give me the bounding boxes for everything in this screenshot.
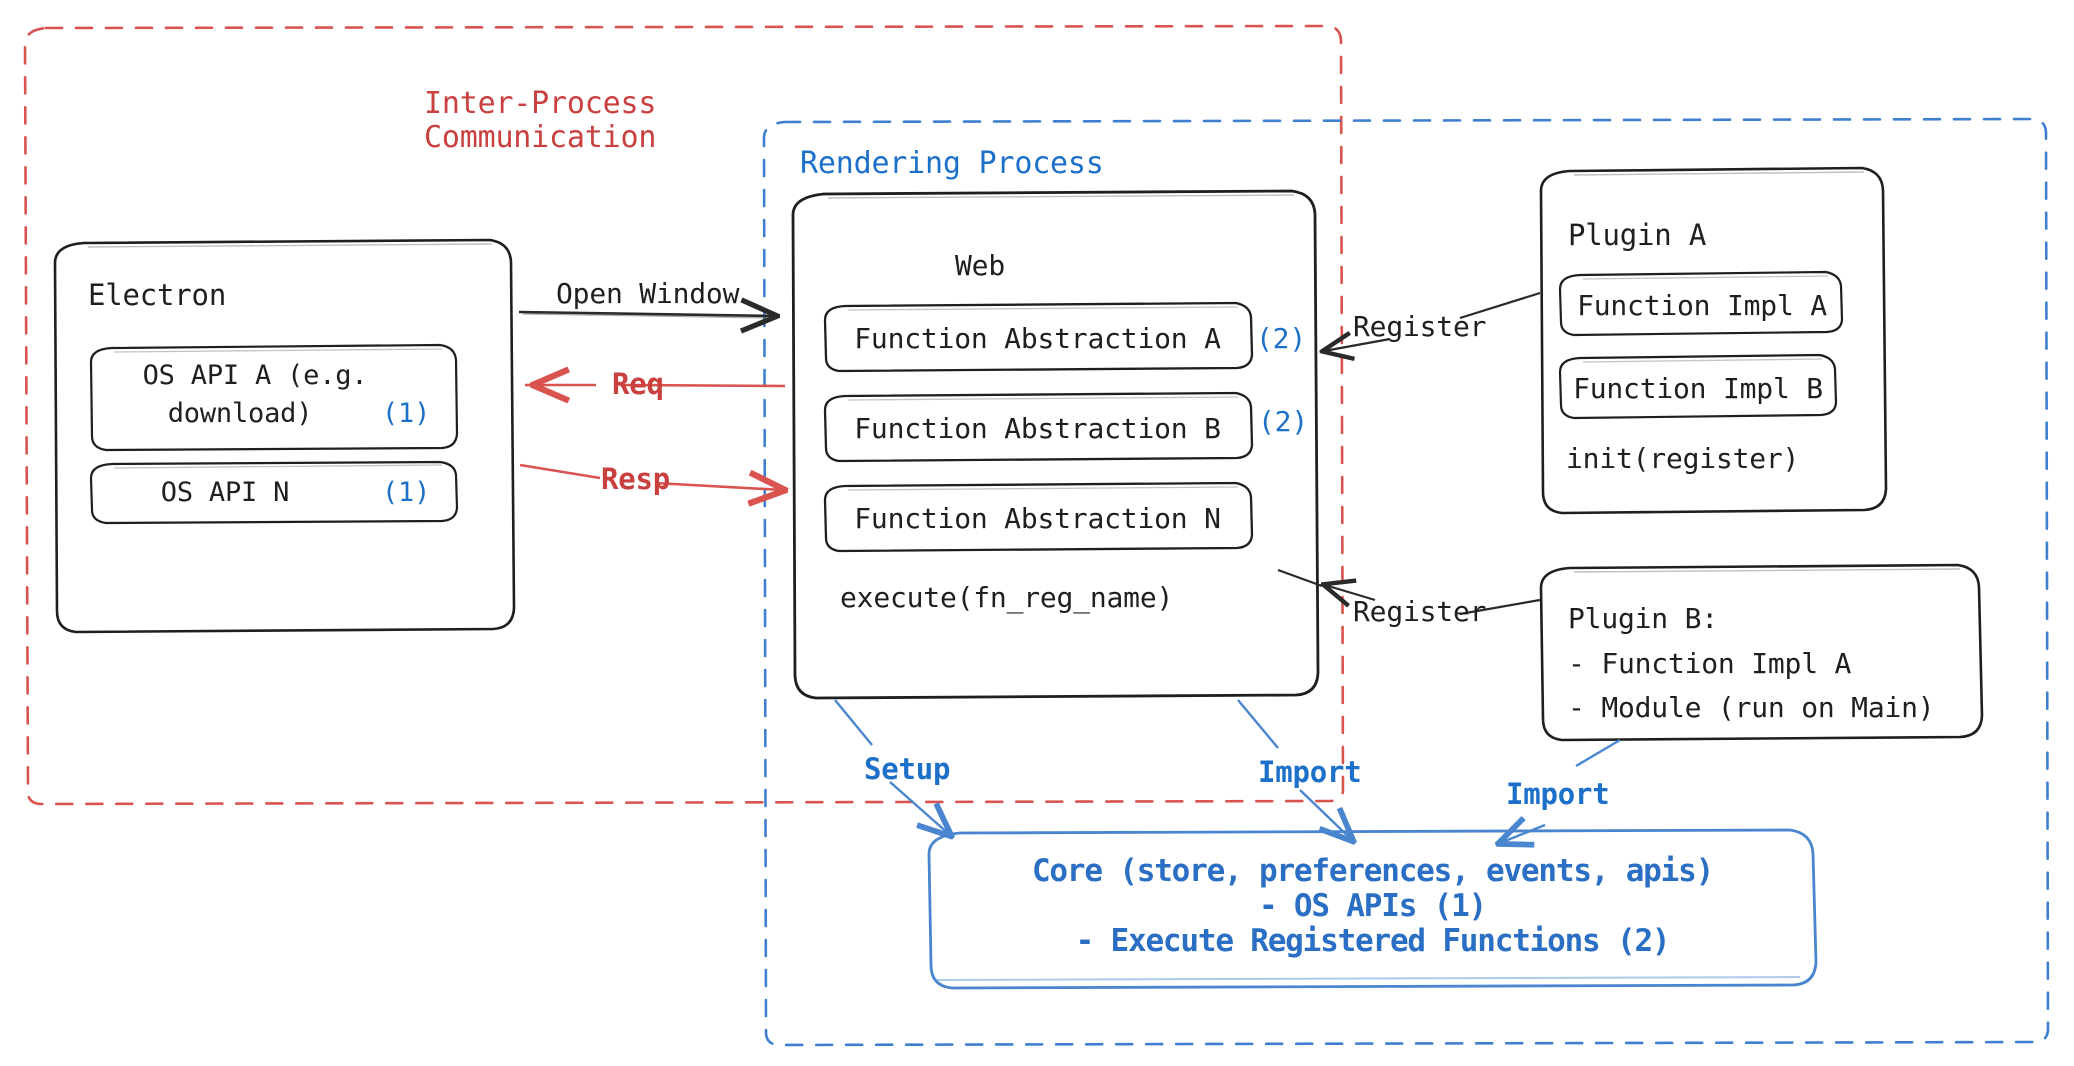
register-b-label: Register [1353,595,1487,628]
open-window-label: Open Window [556,277,740,310]
function-impl-b-label: Function Impl B [1573,372,1823,405]
rendering-process-label: Rendering Process [800,146,1104,181]
plugin-a-init-label: init(register) [1566,442,1800,475]
core-line-1: Core (store, preferences, events, apis) [1031,853,1714,889]
import-right-label: Import [1506,777,1610,811]
plugin-b-item-1: - Module (run on Main) [1568,691,1935,724]
os-api-n-label: OS API N [160,477,290,508]
web-title: Web [955,249,1005,282]
function-abstraction-b-marker: (2) [1258,405,1308,438]
ipc-region-label-line1: Inter-Process [424,86,657,121]
os-api-n-marker: (1) [382,477,431,508]
web-execute-label: execute(fn_reg_name) [840,581,1174,614]
function-abstraction-n-label: Function Abstraction N [854,502,1221,535]
core-line-3: - Execute Registered Functions (2) [1075,923,1671,959]
function-abstraction-a-marker: (2) [1256,322,1306,355]
core-line-2: - OS APIs (1) [1258,888,1487,924]
os-api-a-marker: (1) [382,398,431,429]
req-label: Req [612,367,664,401]
register-a-label: Register [1353,310,1487,343]
electron-title: Electron [88,278,227,312]
os-api-a-label-line1: OS API A (e.g. [142,360,368,391]
plugin-b-item-0: - Function Impl A [1568,647,1852,680]
open-window-arrow [518,312,775,318]
function-abstraction-b-label: Function Abstraction B [854,412,1221,445]
function-abstraction-a-label: Function Abstraction A [854,322,1221,355]
function-impl-a-label: Function Impl A [1577,289,1827,322]
plugin-b-title: Plugin B: [1568,602,1718,635]
import-left-label: Import [1258,755,1362,789]
ipc-region-label-line2: Communication [424,120,657,155]
setup-label: Setup [864,752,951,786]
resp-label: Resp [601,462,671,496]
plugin-a-title: Plugin A [1568,218,1707,252]
os-api-a-label-line2: download) [167,398,313,429]
